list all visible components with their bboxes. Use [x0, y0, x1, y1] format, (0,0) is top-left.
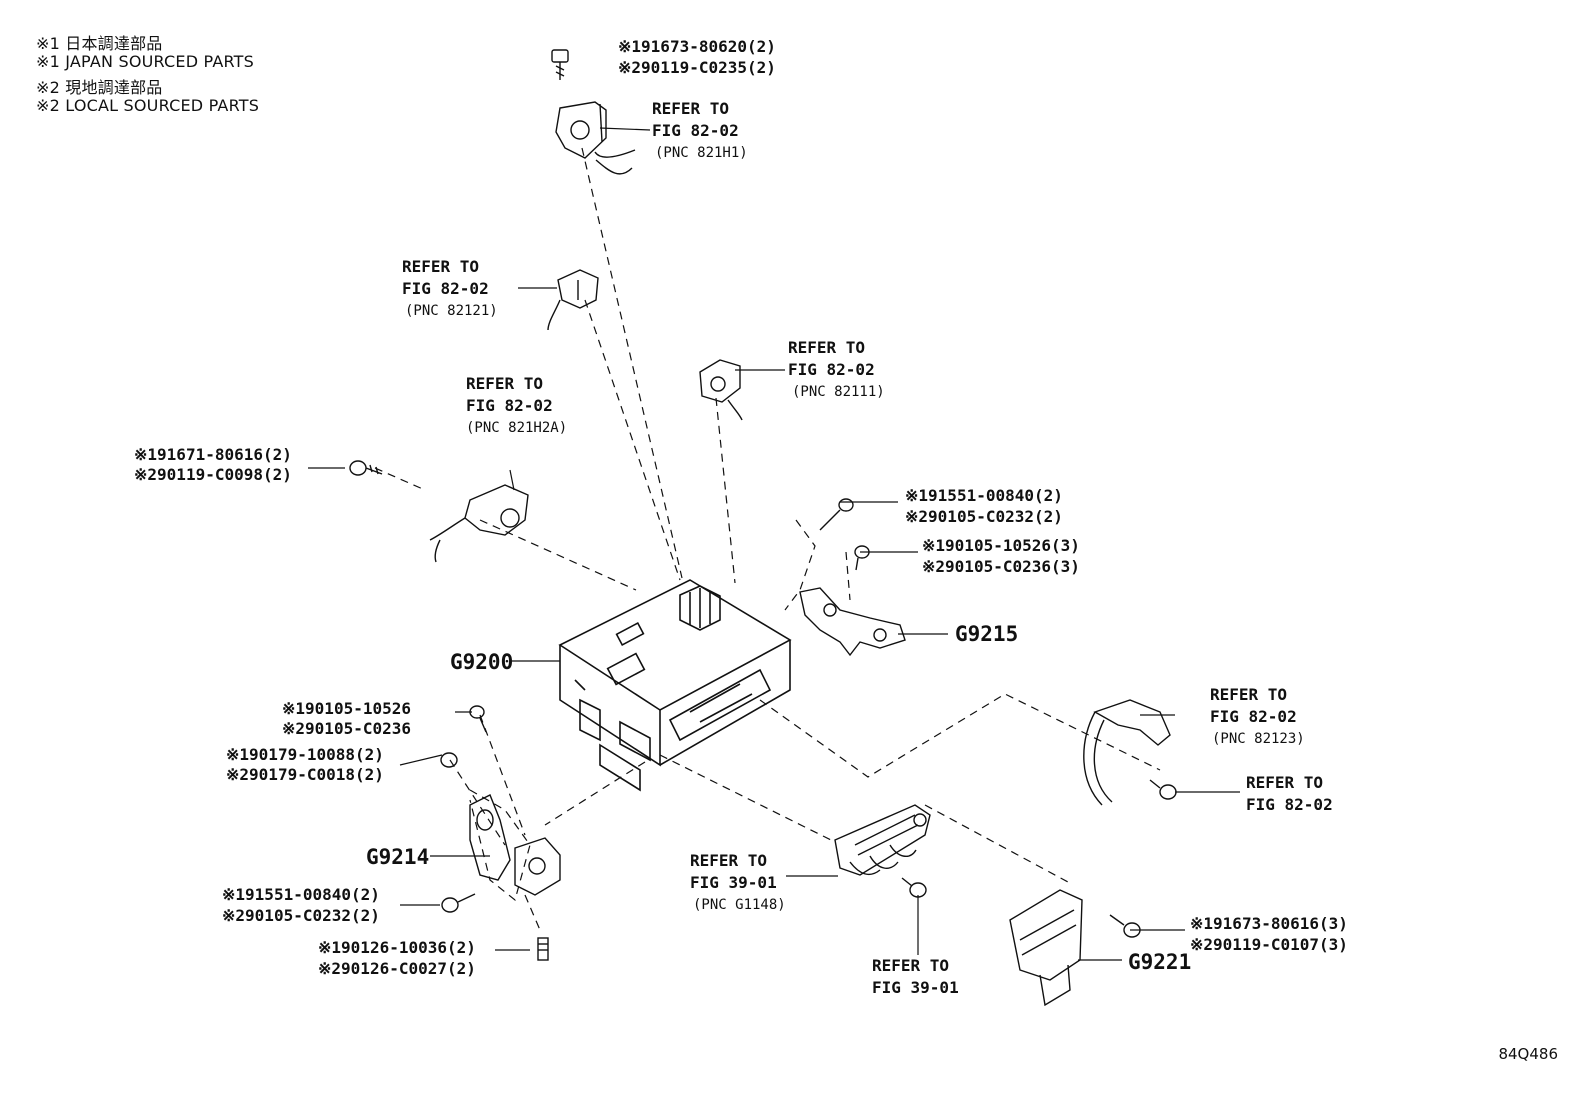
ref-82121-pnc: (PNC 82121) — [405, 303, 498, 319]
bolt-right2-pn1: ※190105-10526(3) — [922, 536, 1080, 555]
ref-82121-line1: REFER TO — [402, 257, 480, 276]
bolt-mid-left1-pn1: ※190105-10526 — [282, 699, 411, 718]
figure-id: 84Q486 — [1498, 1045, 1558, 1063]
ref-right-bolt-line2: FIG 82-02 — [1246, 795, 1333, 814]
ref-821H2A-line1: REFER TO — [466, 374, 544, 393]
bolt-right1-pn2: ※290105-C0232(2) — [905, 507, 1063, 526]
ref-3901-bottom-line2: FIG 39-01 — [872, 978, 959, 997]
ref-G1148-line2: FIG 39-01 — [690, 873, 777, 892]
ref-82111-line1: REFER TO — [788, 338, 866, 357]
ref-G1148-pnc: (PNC G1148) — [693, 897, 786, 913]
part-code-g9200: G9200 — [450, 650, 514, 674]
ref-82111-line2: FIG 82-02 — [788, 360, 875, 379]
bolt-low-left1-pn2: ※290105-C0232(2) — [222, 906, 380, 925]
ref-821H1-pnc: (PNC 821H1) — [655, 145, 748, 161]
ref-821H2A-line2: FIG 82-02 — [466, 396, 553, 415]
legend-local-en: ※2 LOCAL SOURCED PARTS — [36, 96, 260, 115]
legend-japan-jp: ※1 日本調達部品 — [36, 34, 163, 53]
part-code-g9215: G9215 — [955, 622, 1019, 646]
ref-82121-line2: FIG 82-02 — [402, 279, 489, 298]
bolt-bottom-right-pn2: ※290119-C0107(3) — [1190, 935, 1348, 954]
ref-821H1-line1: REFER TO — [652, 99, 730, 118]
part-code-g9221: G9221 — [1128, 950, 1192, 974]
bolt-low-left2-pn1: ※190126-10036(2) — [318, 938, 476, 957]
part-code-g9214: G9214 — [366, 845, 430, 869]
bolt-bottom-right-pn1: ※191673-80616(3) — [1190, 914, 1348, 933]
ref-821H2A-pnc: (PNC 821H2A) — [466, 420, 568, 436]
ref-821H1-line2: FIG 82-02 — [652, 121, 739, 140]
ref-right-bolt-line1: REFER TO — [1246, 773, 1324, 792]
bolt-left-pn2: ※290119-C0098(2) — [134, 465, 292, 484]
bolt-top-pn2: ※290119-C0235(2) — [618, 58, 776, 77]
bolt-low-left2-pn2: ※290126-C0027(2) — [318, 959, 476, 978]
ref-82123-pnc: (PNC 82123) — [1212, 731, 1305, 747]
bolt-right2-pn2: ※290105-C0236(3) — [922, 557, 1080, 576]
bolt-right1-pn1: ※191551-00840(2) — [905, 486, 1063, 505]
ref-G1148-line1: REFER TO — [690, 851, 768, 870]
legend-local-jp: ※2 現地調達部品 — [36, 78, 163, 97]
ref-82123-line1: REFER TO — [1210, 685, 1288, 704]
bolt-mid-left1-pn2: ※290105-C0236 — [282, 719, 411, 738]
bolt-top-pn1: ※191673-80620(2) — [618, 37, 776, 56]
bolt-left-pn1: ※191671-80616(2) — [134, 445, 292, 464]
bolt-mid-left2-pn1: ※190179-10088(2) — [226, 745, 384, 764]
ref-82123-line2: FIG 82-02 — [1210, 707, 1297, 726]
bolt-low-left1-pn1: ※191551-00840(2) — [222, 885, 380, 904]
bolt-mid-left2-pn2: ※290179-C0018(2) — [226, 765, 384, 784]
legend-japan-en: ※1 JAPAN SOURCED PARTS — [36, 52, 255, 71]
ref-3901-bottom-line1: REFER TO — [872, 956, 950, 975]
ref-82111-pnc: (PNC 82111) — [792, 384, 885, 400]
